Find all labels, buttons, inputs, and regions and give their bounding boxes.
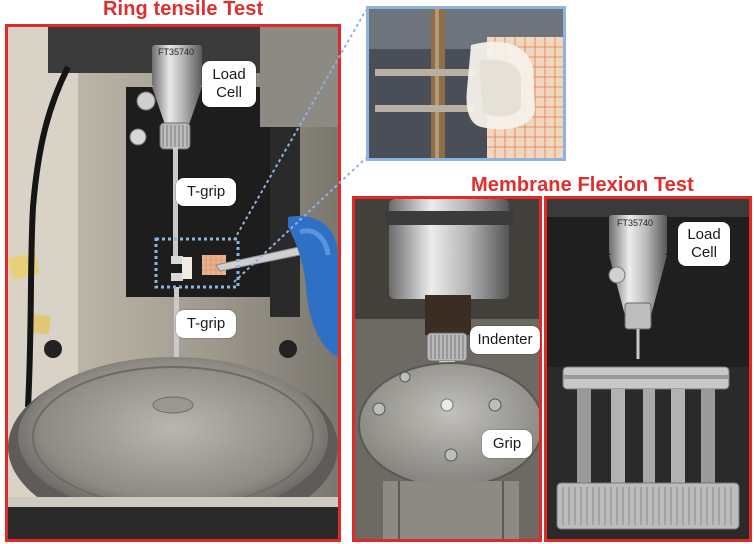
membrane-flexion-setup-photo-panel: FT35740 bbox=[544, 196, 752, 542]
membrane-flexion-title: Membrane Flexion Test bbox=[471, 174, 694, 196]
membrane-indenter-photo bbox=[355, 199, 539, 539]
membrane-setup-photo: FT35740 bbox=[547, 199, 749, 539]
serial-ring: FT35740 bbox=[158, 47, 194, 57]
t-grip-top-label: T-grip bbox=[176, 178, 236, 206]
ring-tensile-photo-panel: FT35740 bbox=[5, 24, 341, 542]
ring-tensile-title: Ring tensile Test bbox=[103, 0, 264, 20]
t-grip-bottom-label: T-grip bbox=[176, 310, 236, 338]
indenter-label: Indenter bbox=[470, 326, 540, 354]
grip-label: Grip bbox=[482, 430, 532, 458]
zoom-inset-photo bbox=[366, 6, 566, 161]
load-cell-label-membrane: Load Cell bbox=[678, 222, 730, 266]
membrane-flexion-photo-panel bbox=[352, 196, 542, 542]
serial-membrane: FT35740 bbox=[617, 218, 653, 228]
load-cell-label-ring: Load Cell bbox=[202, 61, 256, 107]
ring-tensile-photo: FT35740 bbox=[8, 27, 338, 539]
